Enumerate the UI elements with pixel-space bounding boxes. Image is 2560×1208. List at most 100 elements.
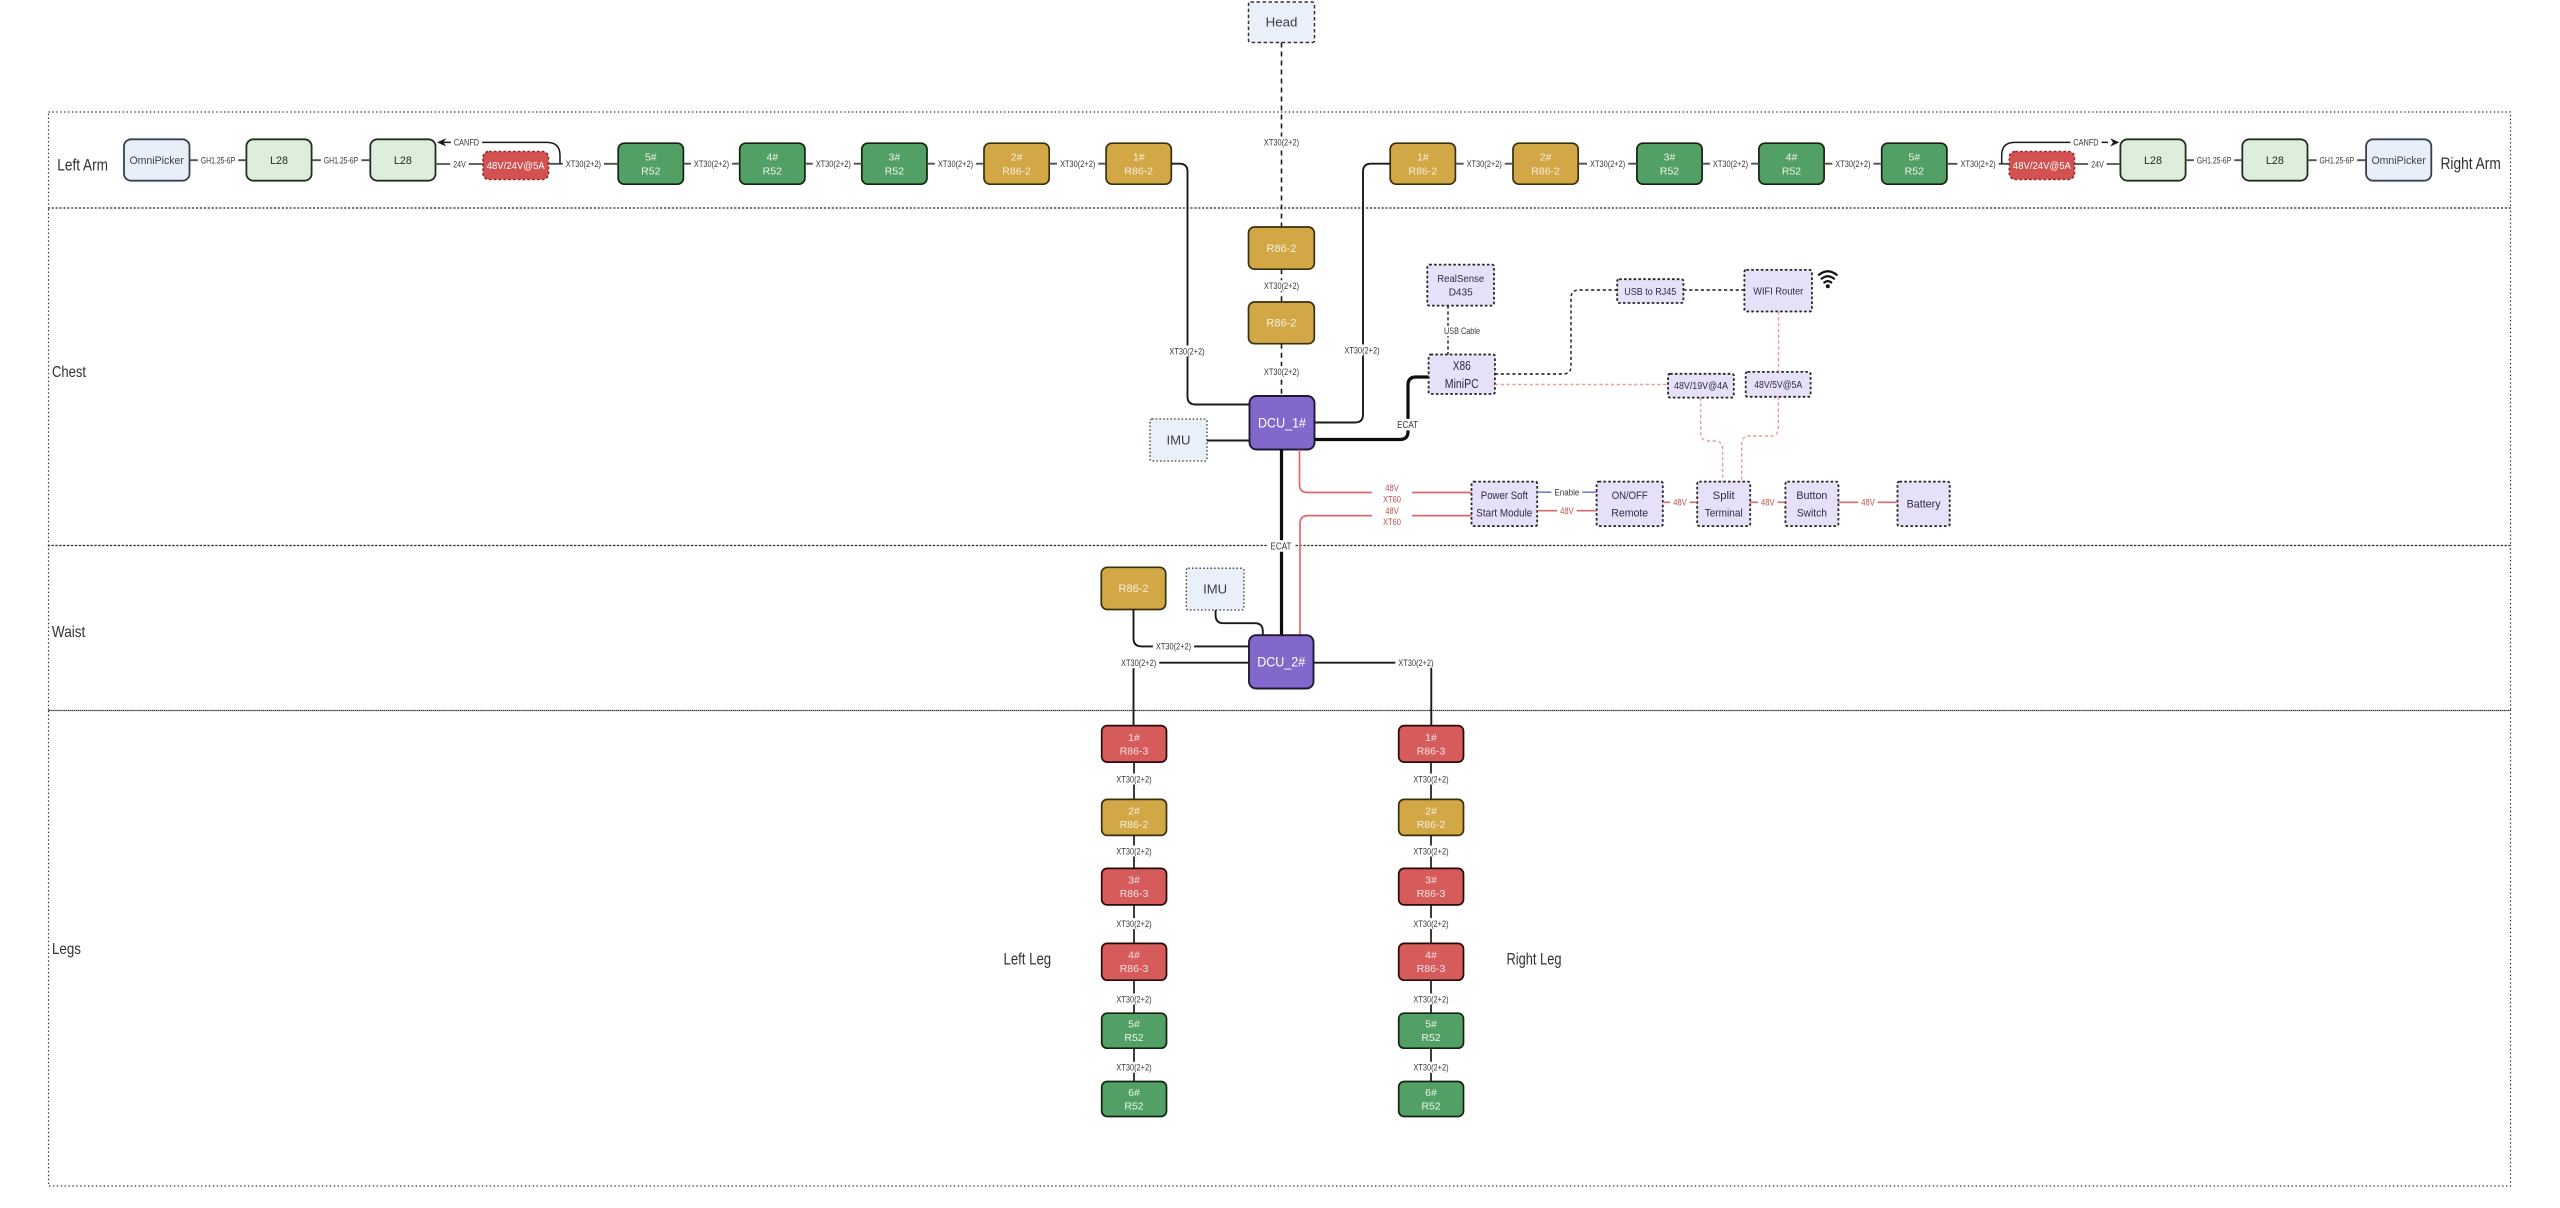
svg-text:R86-3: R86-3 [1417, 963, 1446, 975]
svg-text:XT30(2+2): XT30(2+2) [1116, 774, 1151, 785]
svg-text:3#: 3# [1128, 875, 1140, 887]
svg-text:4#: 4# [1425, 950, 1437, 962]
svg-text:48V: 48V [1560, 506, 1574, 516]
svg-text:R86-2: R86-2 [1417, 819, 1446, 831]
svg-text:R52: R52 [641, 165, 660, 177]
svg-text:XT30(2+2): XT30(2+2) [816, 159, 851, 170]
svg-text:XT30(2+2): XT30(2+2) [1116, 919, 1151, 930]
svg-text:USB Cable: USB Cable [1444, 326, 1480, 336]
svg-text:GH1.25-6P: GH1.25-6P [2197, 156, 2232, 167]
svg-text:XT60: XT60 [1383, 517, 1401, 527]
svg-text:DCU_1#: DCU_1# [1258, 415, 1306, 430]
svg-text:R52: R52 [1905, 165, 1924, 177]
svg-text:1#: 1# [1133, 151, 1145, 163]
svg-text:Split: Split [1713, 490, 1735, 502]
svg-text:R52: R52 [1124, 1100, 1143, 1112]
svg-text:XT30(2+2): XT30(2+2) [566, 159, 601, 170]
svg-text:XT30(2+2): XT30(2+2) [1713, 159, 1748, 170]
svg-text:Chest: Chest [52, 364, 86, 381]
svg-text:L28: L28 [270, 155, 288, 167]
svg-text:XT30(2+2): XT30(2+2) [1961, 159, 1996, 170]
svg-text:5#: 5# [1128, 1019, 1140, 1031]
svg-text:R52: R52 [1124, 1032, 1143, 1044]
svg-text:XT30(2+2): XT30(2+2) [1116, 846, 1151, 857]
svg-text:R86-2: R86-2 [1002, 165, 1031, 177]
svg-text:XT30(2+2): XT30(2+2) [1413, 846, 1448, 857]
svg-text:3#: 3# [889, 151, 901, 163]
svg-text:XT30(2+2): XT30(2+2) [1467, 159, 1502, 170]
svg-text:24V: 24V [2091, 159, 2104, 170]
svg-text:1#: 1# [1417, 151, 1429, 163]
svg-text:L28: L28 [394, 155, 412, 167]
svg-text:XT30(2+2): XT30(2+2) [1413, 774, 1448, 785]
svg-text:Waist: Waist [52, 624, 86, 641]
svg-text:Enable: Enable [1554, 487, 1579, 497]
svg-text:R52: R52 [763, 165, 782, 177]
svg-text:48V: 48V [1861, 497, 1875, 507]
svg-text:48V: 48V [1385, 483, 1399, 493]
svg-text:L28: L28 [2144, 155, 2162, 167]
svg-text:D435: D435 [1449, 287, 1473, 299]
svg-text:5#: 5# [1908, 151, 1920, 163]
svg-text:1#: 1# [1128, 732, 1140, 744]
svg-text:CANFD: CANFD [2073, 138, 2098, 149]
svg-text:Legs: Legs [52, 941, 81, 958]
svg-text:Remote: Remote [1611, 507, 1648, 519]
svg-text:6#: 6# [1425, 1087, 1437, 1099]
svg-text:XT30(2+2): XT30(2+2) [1264, 367, 1299, 378]
svg-text:XT30(2+2): XT30(2+2) [1116, 1063, 1151, 1074]
svg-text:XT30(2+2): XT30(2+2) [1398, 658, 1433, 669]
svg-text:XT30(2+2): XT30(2+2) [1156, 642, 1191, 653]
svg-text:48V/5V@5A: 48V/5V@5A [1754, 380, 1802, 391]
svg-text:RealSense: RealSense [1437, 273, 1484, 285]
svg-text:5#: 5# [1425, 1019, 1437, 1031]
svg-text:IMU: IMU [1167, 433, 1191, 448]
svg-text:DCU_2#: DCU_2# [1257, 655, 1305, 670]
svg-text:XT30(2+2): XT30(2+2) [938, 159, 973, 170]
svg-text:USB to RJ45: USB to RJ45 [1624, 286, 1676, 298]
svg-text:ECAT: ECAT [1397, 420, 1418, 431]
svg-text:48V: 48V [1673, 497, 1687, 507]
svg-text:5#: 5# [645, 151, 657, 163]
svg-text:3#: 3# [1425, 875, 1437, 887]
svg-text:GH1.25-6P: GH1.25-6P [2320, 156, 2355, 167]
svg-text:XT30(2+2): XT30(2+2) [1060, 159, 1095, 170]
svg-text:XT60: XT60 [1383, 494, 1401, 504]
svg-text:R86-2: R86-2 [1119, 583, 1149, 595]
svg-text:48V/24V@5A: 48V/24V@5A [2013, 160, 2071, 172]
svg-text:GH1.25-6P: GH1.25-6P [324, 156, 359, 167]
svg-text:XT30(2+2): XT30(2+2) [1413, 1063, 1448, 1074]
svg-text:R86-2: R86-2 [1124, 165, 1153, 177]
svg-text:3#: 3# [1664, 151, 1676, 163]
svg-text:4#: 4# [1786, 151, 1798, 163]
svg-text:XT30(2+2): XT30(2+2) [1590, 159, 1625, 170]
svg-text:R86-2: R86-2 [1266, 318, 1296, 330]
svg-text:GH1.25-6P: GH1.25-6P [201, 156, 236, 167]
svg-text:OmniPicker: OmniPicker [2371, 155, 2426, 167]
svg-text:R86-2: R86-2 [1408, 165, 1437, 177]
svg-text:4#: 4# [766, 151, 778, 163]
svg-text:Right Arm: Right Arm [2441, 154, 2501, 173]
svg-text:1#: 1# [1425, 732, 1437, 744]
svg-text:Left Leg: Left Leg [1004, 950, 1052, 969]
svg-text:2#: 2# [1425, 805, 1437, 817]
svg-text:48V/24V@5A: 48V/24V@5A [487, 160, 545, 172]
svg-text:Right Leg: Right Leg [1507, 950, 1562, 969]
svg-text:Button: Button [1796, 490, 1827, 502]
svg-text:R52: R52 [885, 165, 904, 177]
svg-text:ON/OFF: ON/OFF [1612, 490, 1648, 502]
svg-text:R52: R52 [1660, 165, 1679, 177]
svg-text:IMU: IMU [1203, 582, 1227, 597]
svg-text:R52: R52 [1421, 1100, 1440, 1112]
svg-text:R86-3: R86-3 [1120, 888, 1149, 900]
svg-text:Battery: Battery [1907, 499, 1941, 511]
svg-text:L28: L28 [2266, 155, 2284, 167]
svg-text:6#: 6# [1128, 1087, 1140, 1099]
svg-text:R86-2: R86-2 [1531, 165, 1560, 177]
svg-text:48V: 48V [1761, 497, 1775, 507]
svg-text:XT30(2+2): XT30(2+2) [1413, 919, 1448, 930]
svg-text:48V/19V@4A: 48V/19V@4A [1674, 381, 1728, 392]
svg-text:XT30(2+2): XT30(2+2) [1264, 281, 1299, 292]
svg-text:R86-3: R86-3 [1417, 745, 1446, 757]
svg-text:R86-3: R86-3 [1120, 745, 1149, 757]
